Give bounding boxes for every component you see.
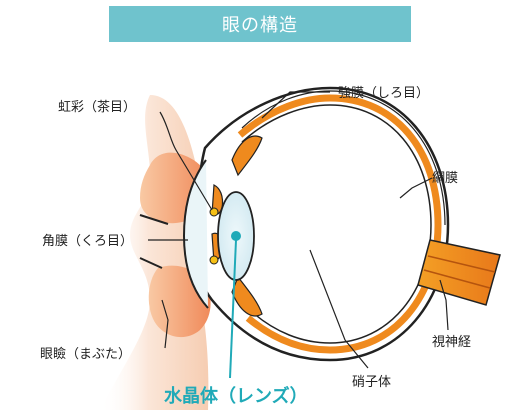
retina-label: 網膜 bbox=[432, 171, 458, 186]
lens-label: 水晶体（レンズ） bbox=[164, 385, 308, 407]
vitreous-leader bbox=[309, 249, 369, 369]
leader-lines bbox=[148, 91, 449, 369]
lens-leader bbox=[229, 239, 237, 379]
iris-leader bbox=[159, 111, 213, 211]
eyelid-label: 眼瞼（まぶた） bbox=[40, 346, 131, 362]
retina-leader bbox=[399, 177, 433, 199]
sclera-label: 強膜（しろ目） bbox=[338, 86, 429, 101]
optic-nerve bbox=[417, 239, 501, 306]
optic-nerve-leader bbox=[439, 279, 449, 331]
cornea-label: 角膜（くろ目） bbox=[42, 234, 133, 249]
iris-label: 虹彩（茶目） bbox=[58, 99, 136, 115]
title-banner: 眼の構造 bbox=[109, 6, 411, 42]
lens bbox=[217, 191, 255, 281]
cornea bbox=[182, 159, 209, 309]
optic-nerve-label: 視神経 bbox=[432, 335, 471, 350]
sclera-leader bbox=[261, 91, 330, 119]
diagram-title: 眼の構造 bbox=[222, 15, 298, 36]
eyelid-leader bbox=[161, 299, 169, 349]
lens-marker bbox=[231, 231, 241, 241]
vitreous-label: 硝子体 bbox=[352, 375, 391, 390]
